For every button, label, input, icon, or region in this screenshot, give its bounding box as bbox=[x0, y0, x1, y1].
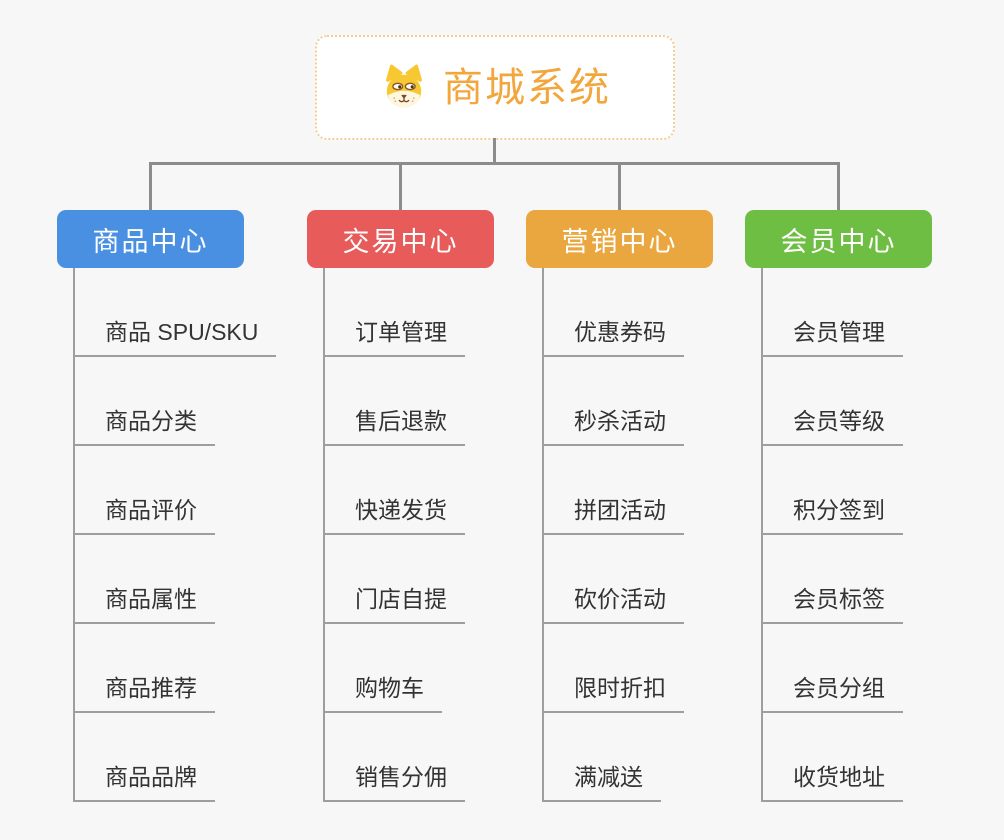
subtopic-label: 商品 SPU/SKU bbox=[105, 319, 259, 346]
connector-bus-line bbox=[149, 162, 840, 165]
subtopic-label: 门店自提 bbox=[355, 586, 447, 613]
branch-node[interactable]: 商品中心 bbox=[57, 210, 244, 268]
subtopic-label: 优惠券码 bbox=[574, 319, 666, 346]
subtopic-node[interactable]: 门店自提 bbox=[323, 535, 465, 624]
subtopic-node[interactable]: 积分签到 bbox=[761, 446, 903, 535]
branch-items-column: 商品 SPU/SKU 商品分类商品评价商品属性商品推荐商品品牌 bbox=[73, 268, 277, 802]
subtopic-node[interactable]: 订单管理 bbox=[323, 268, 465, 357]
subtopic-node[interactable]: 售后退款 bbox=[323, 357, 465, 446]
branch-node[interactable]: 营销中心 bbox=[526, 210, 713, 268]
subtopic-node[interactable]: 收货地址 bbox=[761, 713, 903, 802]
subtopic-label: 商品属性 bbox=[105, 586, 197, 613]
subtopic-node[interactable]: 满减送 bbox=[542, 713, 661, 802]
connector-drop-line bbox=[149, 162, 152, 210]
subtopic-label: 购物车 bbox=[355, 675, 424, 702]
subtopic-node[interactable]: 商品 SPU/SKU bbox=[73, 268, 277, 357]
branch-node[interactable]: 交易中心 bbox=[307, 210, 494, 268]
subtopic-node[interactable]: 商品推荐 bbox=[73, 624, 215, 713]
connector-root-stem bbox=[493, 138, 496, 164]
connector-drop-line bbox=[618, 162, 621, 210]
branch-node[interactable]: 会员中心 bbox=[745, 210, 932, 268]
subtopic-node[interactable]: 商品评价 bbox=[73, 446, 215, 535]
subtopic-label: 秒杀活动 bbox=[574, 408, 666, 435]
subtopic-node[interactable]: 销售分佣 bbox=[323, 713, 465, 802]
subtopic-node[interactable]: 会员管理 bbox=[761, 268, 903, 357]
subtopic-label: 满减送 bbox=[574, 764, 643, 791]
subtopic-label: 商品分类 bbox=[105, 408, 197, 435]
subtopic-label: 会员管理 bbox=[793, 319, 885, 346]
subtopic-label: 商品品牌 bbox=[105, 764, 197, 791]
subtopic-node[interactable]: 优惠券码 bbox=[542, 268, 684, 357]
subtopic-node[interactable]: 限时折扣 bbox=[542, 624, 684, 713]
subtopic-label: 销售分佣 bbox=[355, 764, 447, 791]
subtopic-label: 收货地址 bbox=[793, 764, 885, 791]
subtopic-node[interactable]: 快递发货 bbox=[323, 446, 465, 535]
subtopic-label: 商品推荐 bbox=[105, 675, 197, 702]
subtopic-node[interactable]: 商品品牌 bbox=[73, 713, 215, 802]
subtopic-label: 售后退款 bbox=[355, 408, 447, 435]
subtopic-label: 订单管理 bbox=[355, 319, 447, 346]
subtopic-node[interactable]: 商品属性 bbox=[73, 535, 215, 624]
subtopic-node[interactable]: 会员等级 bbox=[761, 357, 903, 446]
connector-drop-line bbox=[399, 162, 402, 210]
subtopic-label: 会员标签 bbox=[793, 586, 885, 613]
branch-items-column: 订单管理售后退款快递发货门店自提购物车销售分佣 bbox=[323, 268, 465, 802]
connector-branch-spine bbox=[761, 268, 763, 802]
subtopic-node[interactable]: 商品分类 bbox=[73, 357, 215, 446]
subtopic-label: 砍价活动 bbox=[574, 586, 666, 613]
subtopic-node[interactable]: 秒杀活动 bbox=[542, 357, 684, 446]
connector-branch-spine bbox=[542, 268, 544, 802]
subtopic-label: 快递发货 bbox=[355, 497, 447, 524]
subtopic-label: 会员等级 bbox=[793, 408, 885, 435]
subtopic-node[interactable]: 会员分组 bbox=[761, 624, 903, 713]
connector-drop-line bbox=[837, 162, 840, 210]
subtopic-label: 限时折扣 bbox=[574, 675, 666, 702]
subtopic-label: 商品评价 bbox=[105, 497, 197, 524]
root-node[interactable]: 商城系统 bbox=[315, 35, 675, 140]
connector-branch-spine bbox=[73, 268, 75, 802]
branch-items-column: 优惠券码秒杀活动拼团活动砍价活动限时折扣满减送 bbox=[542, 268, 684, 802]
shiba-dog-icon bbox=[386, 64, 422, 108]
subtopic-label: 拼团活动 bbox=[574, 497, 666, 524]
root-node-title: 商城系统 bbox=[443, 65, 611, 110]
subtopic-label: 会员分组 bbox=[793, 675, 885, 702]
subtopic-node[interactable]: 砍价活动 bbox=[542, 535, 684, 624]
subtopic-node[interactable]: 会员标签 bbox=[761, 535, 903, 624]
subtopic-node[interactable]: 拼团活动 bbox=[542, 446, 684, 535]
branch-items-column: 会员管理会员等级积分签到会员标签会员分组收货地址 bbox=[761, 268, 903, 802]
subtopic-label: 积分签到 bbox=[793, 497, 885, 524]
connector-branch-spine bbox=[323, 268, 325, 802]
subtopic-node[interactable]: 购物车 bbox=[323, 624, 442, 713]
